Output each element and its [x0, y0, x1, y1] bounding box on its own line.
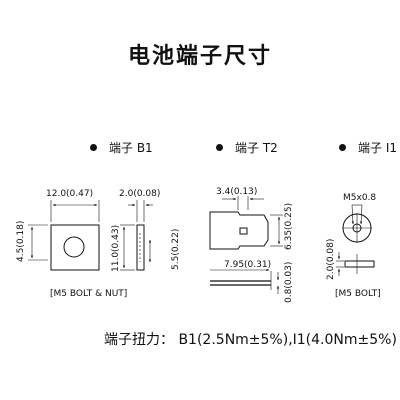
bullet-icon — [90, 144, 97, 151]
page-title: 电池端子尺寸 — [127, 44, 272, 69]
b1-width-dim: 12.0(0.47) — [46, 189, 93, 199]
b1-side-height-dim: 11.0(0.43) — [111, 225, 121, 272]
bullet-icon — [216, 144, 223, 151]
b1-caption: [M5 BOLT & NUT] — [50, 289, 127, 299]
t2-tab-outline — [209, 211, 269, 250]
b1-side-outline — [136, 224, 145, 271]
i1-thickness-dim: 2.0(0.08) — [326, 239, 336, 280]
terminal-b1-header: 端子 B1 — [90, 139, 153, 156]
t2-height-dim: 6.35(0.25) — [284, 203, 294, 250]
b1-thickness-dim: 2.0(0.08) — [119, 189, 160, 199]
t2-tab-width-dim: 3.4(0.13) — [216, 187, 257, 197]
terminal-i1-header: 端子 I1 — [339, 139, 397, 156]
b1-plate-outline — [50, 224, 100, 271]
t2-thickness-dim: 0.8(0.03) — [284, 262, 294, 303]
i1-thread-dim: M5x0.8 — [343, 193, 376, 203]
t2-length-dim: 7.95(0.31) — [224, 260, 271, 270]
b1-slot-dim: 5.5(0.22) — [171, 229, 181, 270]
t2-tab-slot — [239, 227, 248, 235]
i1-caption: [M5 BOLT] — [335, 289, 381, 299]
terminal-i1-drawing — [336, 204, 375, 276]
terminal-i1-label: 端子 I1 — [358, 141, 397, 155]
terminal-b1-label: 端子 B1 — [109, 141, 153, 155]
terminal-b1-drawing — [28, 200, 153, 271]
terminal-t2-header: 端子 T2 — [216, 139, 278, 156]
terminal-t2-drawing — [209, 196, 283, 294]
terminal-t2-label: 端子 T2 — [235, 141, 278, 155]
bullet-icon — [339, 144, 346, 151]
i1-side-outline — [344, 260, 375, 268]
torque-spec: 端子扭力： B1(2.5Nm±5%),I1(4.0Nm±5%) — [104, 332, 397, 348]
b1-height-dim: 4.5(0.18) — [16, 221, 26, 262]
b1-bolt-hole — [63, 236, 85, 258]
